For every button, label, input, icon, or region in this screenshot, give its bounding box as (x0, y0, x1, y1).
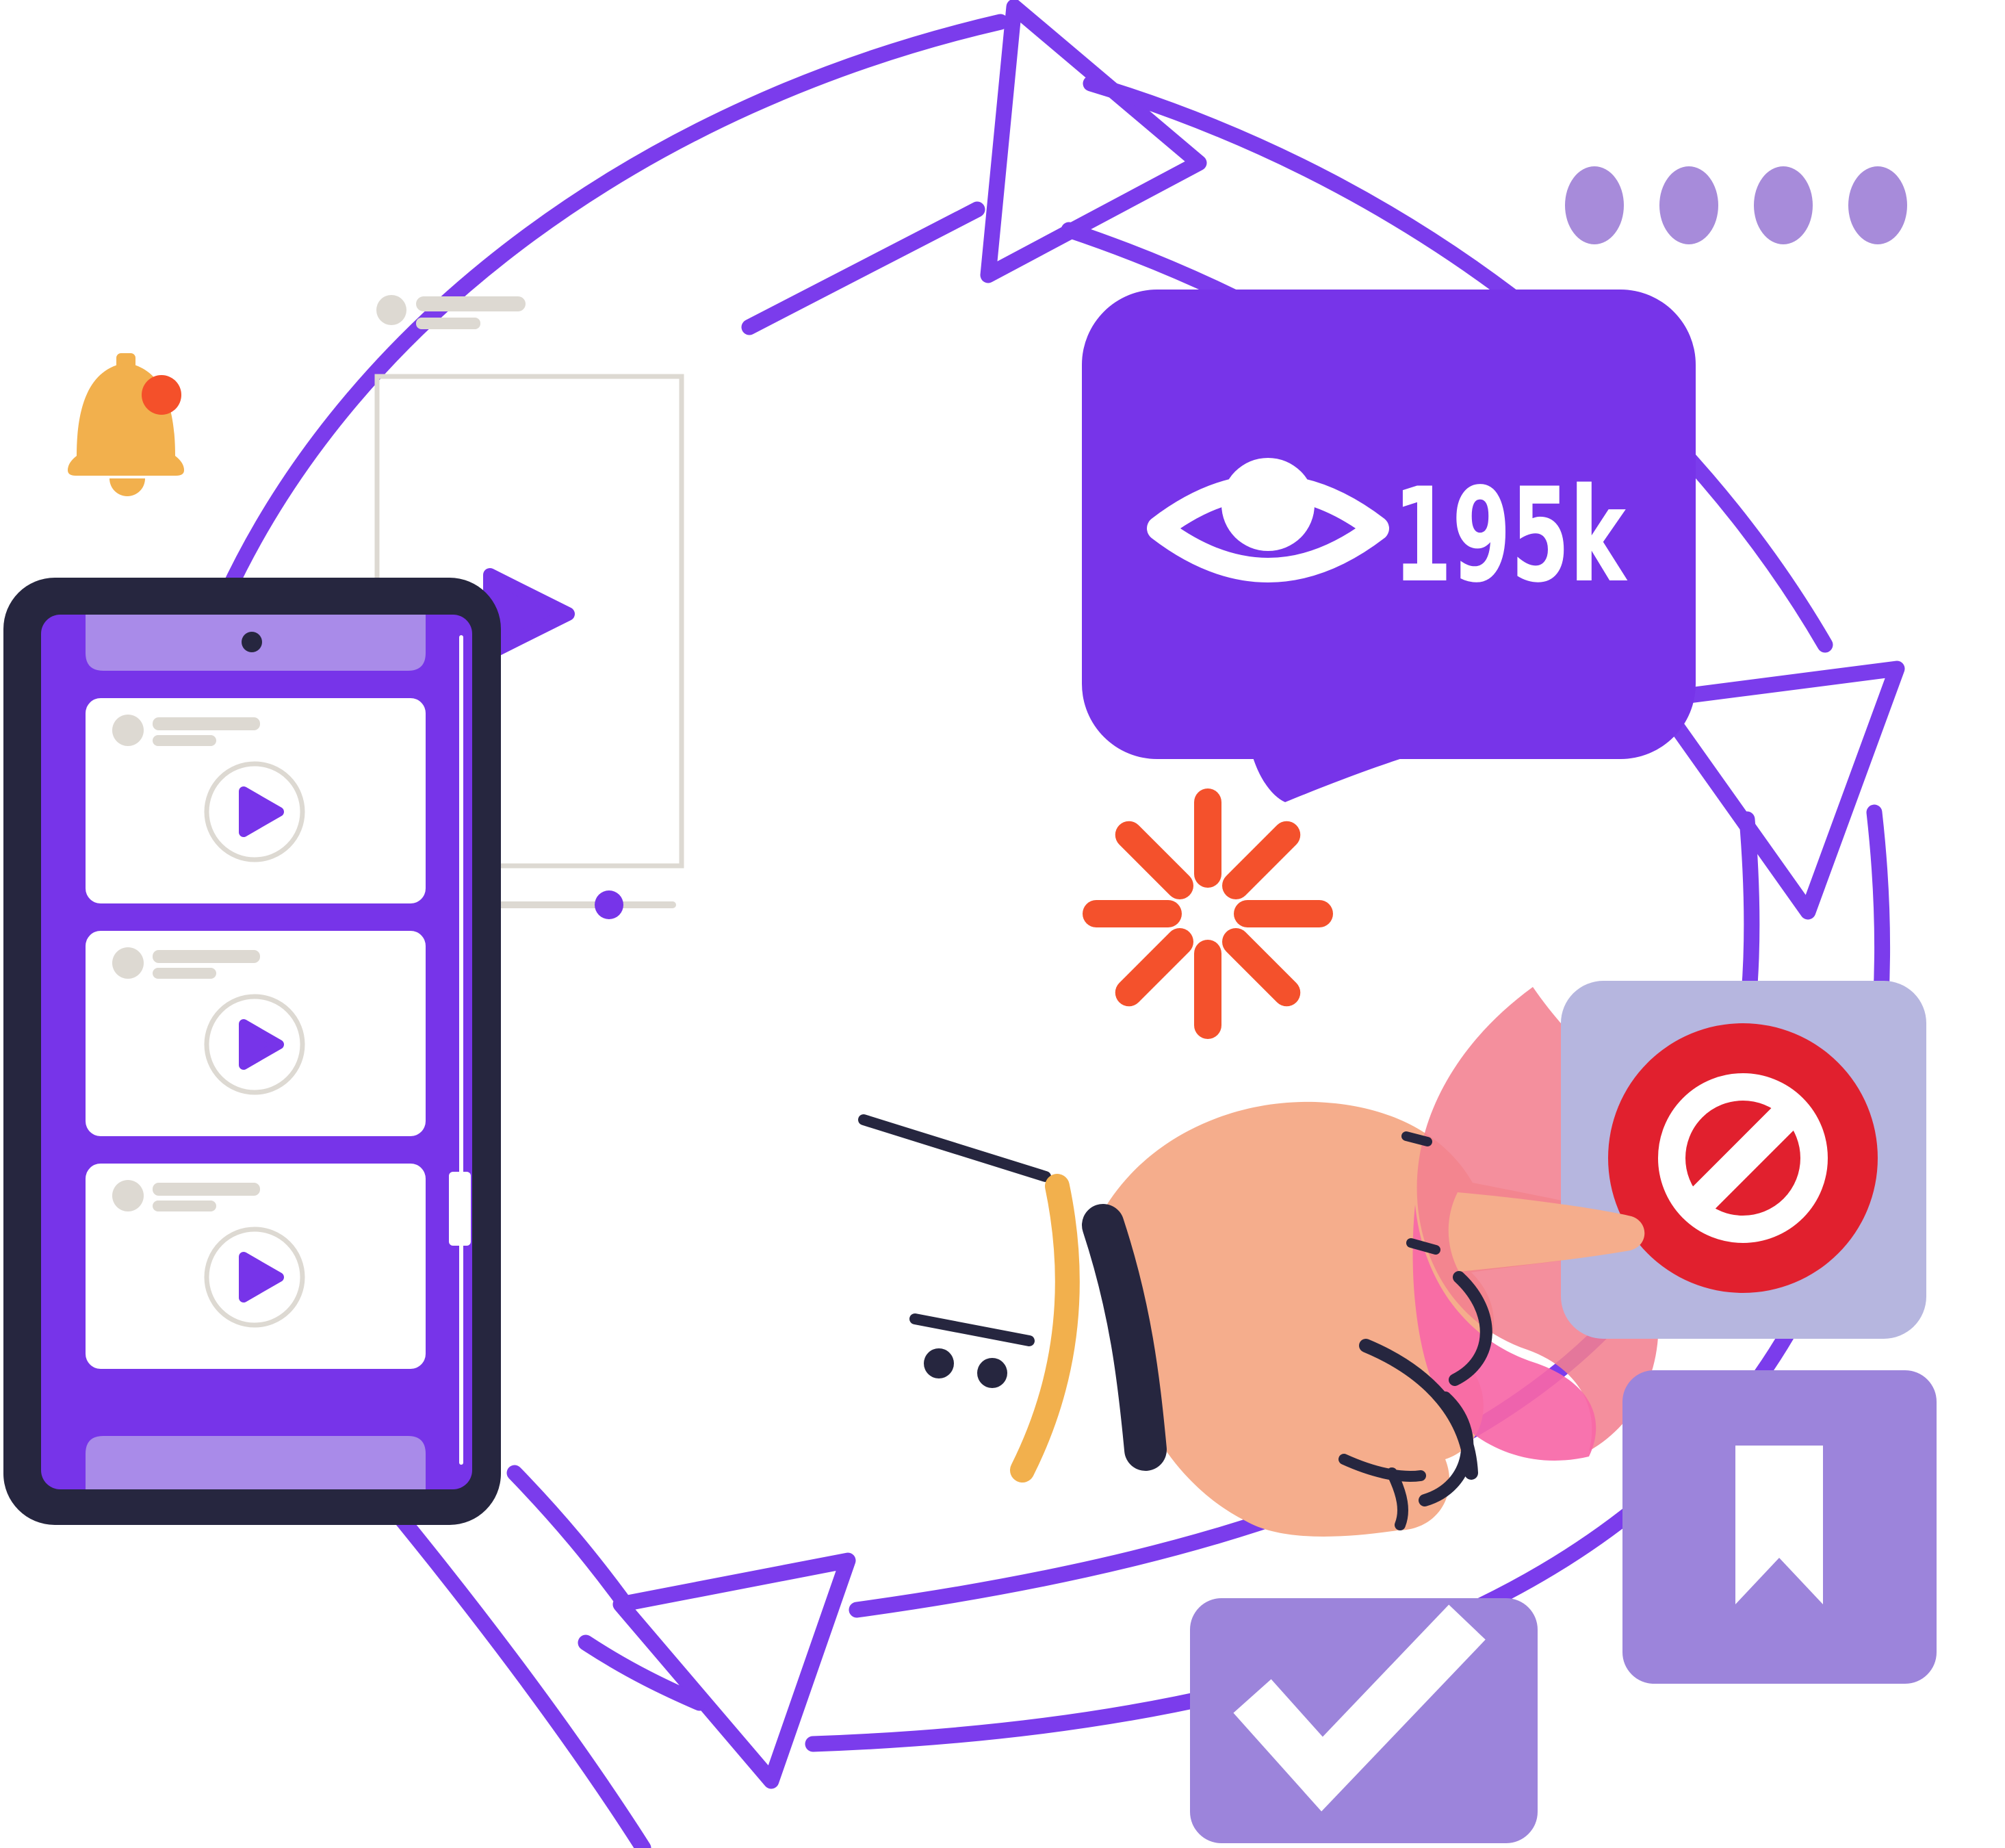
scrollbar-track[interactable] (459, 635, 463, 1465)
placeholder-avatar (376, 295, 406, 325)
play-icon[interactable] (239, 1019, 284, 1070)
bell-icon (68, 353, 184, 496)
speech-bubble: 195k (1082, 290, 1696, 802)
decor-dot (1659, 166, 1718, 244)
view-count-label: 195k (1393, 460, 1627, 611)
bookmark-card (1622, 1370, 1937, 1684)
cycle-arc-top-inner (741, 201, 985, 335)
placeholder-text-line (416, 296, 526, 311)
timeline-dot (595, 890, 623, 919)
sleeve-cuff-yellow (1010, 1174, 1080, 1483)
decor-dots (1565, 166, 1907, 244)
sleeve-button (924, 1348, 954, 1378)
thumb-crease (1386, 1467, 1408, 1530)
video-card-subtitle-line (153, 1201, 216, 1211)
smartphone (3, 578, 501, 1525)
sleeve-bottom-line (909, 1313, 1035, 1346)
decor-dot (1754, 166, 1813, 244)
video-card-subtitle-line (153, 968, 216, 979)
video-feed-card (86, 931, 426, 1136)
sleeve-button (977, 1358, 1007, 1388)
speech-bubble-body (1082, 290, 1696, 759)
bookmark-icon (1735, 1446, 1823, 1604)
sleeve-top-line (858, 1114, 1051, 1182)
approved-card (1190, 1598, 1538, 1843)
notification-dot-icon (142, 375, 181, 415)
cycle-arrowhead-right (1649, 660, 1905, 920)
video-card-title-line (153, 950, 260, 963)
phone-bottom-bar (86, 1436, 426, 1489)
decor-dot (1848, 166, 1907, 244)
video-feed-card (86, 1164, 426, 1369)
flame-inner (1412, 1205, 1596, 1461)
play-icon (483, 568, 575, 660)
bell-clapper (109, 478, 145, 496)
play-icon[interactable] (239, 1252, 284, 1302)
cycle-arc-left-lower (367, 1478, 651, 1848)
pointing-finger (1448, 1192, 1645, 1272)
play-icon[interactable] (239, 786, 284, 837)
cycle-arc-left-upper (506, 1465, 630, 1607)
video-feed-card (86, 698, 426, 903)
loading-spinner-icon (1083, 788, 1333, 1039)
sleeve-cuff-navy (1082, 1204, 1167, 1471)
video-card-avatar (112, 715, 144, 746)
cycle-arc-left-connector (578, 1634, 708, 1711)
block-card (1561, 981, 1926, 1339)
placeholder-divider-line (479, 901, 676, 908)
scrollbar-thumb[interactable] (449, 1172, 471, 1246)
knuckle-crease (1401, 1131, 1432, 1146)
video-card-title-line (153, 1183, 260, 1196)
speech-bubble-tail (1248, 739, 1423, 802)
cycle-arc-top-outer (218, 14, 1009, 604)
eye-pupil (1221, 458, 1315, 551)
fist-bottom-crease (1359, 1339, 1478, 1480)
thumb-crease (1338, 1454, 1426, 1482)
cycle-arrowhead-bottom-left (612, 1552, 856, 1789)
video-card-title-line (153, 717, 260, 730)
phone-camera-dot (242, 632, 262, 652)
video-card-subtitle-line (153, 735, 216, 746)
video-card-avatar (112, 1180, 144, 1211)
finger-fold-crease (1449, 1271, 1492, 1386)
placeholder-text-line (416, 318, 480, 329)
video-card-avatar (112, 947, 144, 979)
block-icon-slash (1679, 1094, 1807, 1223)
block-icon (1658, 1073, 1828, 1243)
pointing-hand (858, 1114, 1645, 1530)
check-icon (1233, 1604, 1486, 1812)
finger-crease (1406, 1238, 1440, 1255)
decor-dot (1565, 166, 1624, 244)
